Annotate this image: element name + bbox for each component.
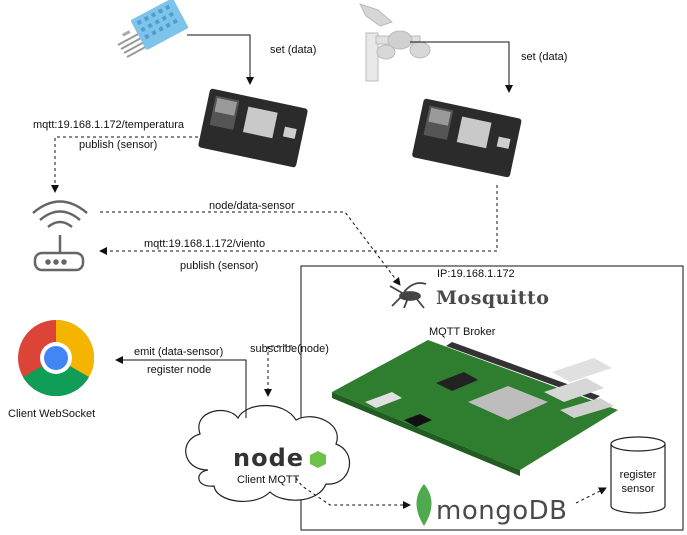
label-set-right: set (data) [521,51,568,63]
label-publish-bottom: publish (sensor) [180,260,259,272]
label-ip: IP:19.168.1.172 [437,268,515,280]
node-wordmark: node [233,444,305,472]
node-hexagon-icon [310,451,326,468]
mosquitto-wordmark: Mosquitto [436,287,550,309]
database-icon [610,436,666,514]
dht-sensor-icon [117,0,188,58]
label-register-node: register node [147,364,212,376]
raspberry-pi-icon [332,340,618,476]
label-mqtt-temperatura: mqtt:19.168.1.172/temperatura [33,119,185,131]
arrow-subscribe [264,345,292,397]
broker-frame [300,265,684,531]
mongodb-leaf-icon [416,484,432,526]
weather-vane-icon [359,3,431,82]
label-client-mqtt: Client MQTT [237,474,300,486]
mongodb-wordmark: mongoDB [436,496,568,526]
arrow-set-right [410,41,513,93]
label-set-left: set (data) [270,44,317,56]
wifi-router-icon [32,200,88,272]
label-node-data-sensor: node/data-sensor [209,200,295,212]
label-register-sensor-line2: sensor [621,483,655,495]
label-subscribe: subscribe(node) [250,343,329,355]
chrome-icon [18,319,95,397]
label-mqtt-viento: mqtt:19.168.1.172/viento [144,238,266,250]
mosquitto-logo [389,282,427,309]
label-publish-left: publish (sensor) [79,139,158,151]
esp8266-board-icon-right [412,98,522,178]
label-client-websocket: Client WebSocket [8,408,96,420]
arrow-register-sensor [575,487,607,504]
arrow-set-left [187,34,254,85]
esp8266-board-icon-left [198,88,308,168]
label-mqtt-broker: MQTT Broker [429,326,496,338]
arrow-mongo-write [295,477,411,509]
cloud-shape [185,405,351,502]
arrow-publish-viento [99,185,498,255]
label-emit: emit (data-sensor) [134,346,224,358]
arrow-emit [115,356,247,418]
label-register-sensor-line1: register [619,469,657,481]
